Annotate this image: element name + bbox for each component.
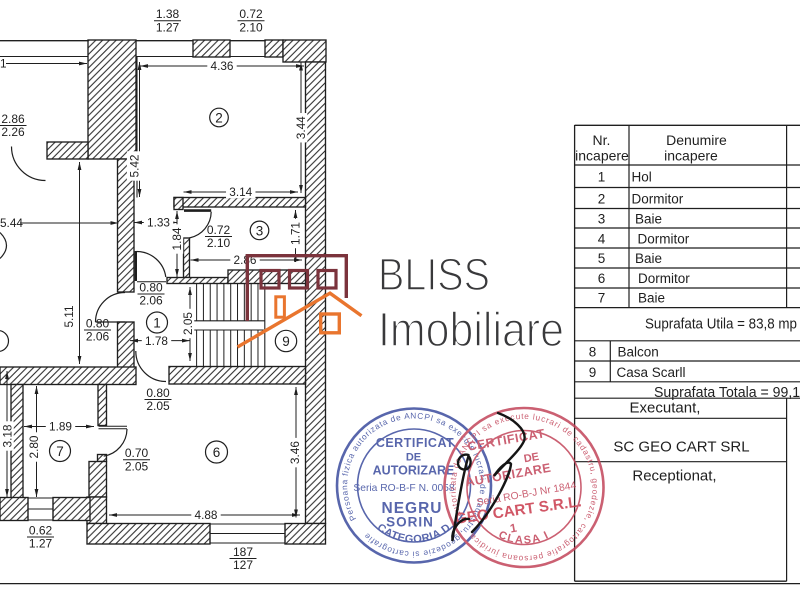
svg-text:1.78: 1.78 bbox=[145, 334, 168, 348]
svg-text:1.27: 1.27 bbox=[29, 537, 53, 551]
svg-text:BLISS: BLISS bbox=[378, 249, 490, 300]
svg-text:0.80: 0.80 bbox=[146, 386, 170, 400]
svg-text:0.80: 0.80 bbox=[139, 280, 163, 294]
svg-text:1: 1 bbox=[0, 57, 7, 71]
svg-text:CLASA I: CLASA I bbox=[497, 529, 552, 547]
svg-text:Nr.: Nr. bbox=[593, 132, 611, 148]
svg-text:NEGRU: NEGRU bbox=[382, 500, 443, 517]
svg-text:Baie: Baie bbox=[638, 291, 665, 306]
svg-text:1.71: 1.71 bbox=[289, 222, 303, 245]
svg-text:1.33: 1.33 bbox=[147, 216, 170, 230]
svg-text:2.10: 2.10 bbox=[239, 20, 263, 34]
svg-text:SC GEO CART SRL: SC GEO CART SRL bbox=[613, 439, 749, 456]
svg-text:5.42: 5.42 bbox=[127, 155, 141, 178]
svg-text:2.05: 2.05 bbox=[125, 459, 149, 473]
svg-text:1: 1 bbox=[153, 315, 161, 330]
svg-text:Dormitor: Dormitor bbox=[638, 271, 690, 286]
svg-text:2: 2 bbox=[598, 191, 606, 206]
svg-text:2.06: 2.06 bbox=[86, 330, 110, 344]
svg-text:1: 1 bbox=[509, 521, 518, 536]
svg-text:Suprafata Totala = 99,10: Suprafata Totala = 99,10 bbox=[654, 385, 800, 401]
svg-text:1: 1 bbox=[598, 170, 606, 185]
svg-text:2: 2 bbox=[215, 110, 223, 125]
svg-text:1.84: 1.84 bbox=[170, 227, 184, 250]
svg-text:SORIN: SORIN bbox=[386, 515, 434, 530]
svg-text:Seria RO-B-F N. 0058: Seria RO-B-F N. 0058 bbox=[353, 483, 455, 494]
svg-text:6: 6 bbox=[598, 271, 606, 286]
svg-text:7: 7 bbox=[56, 444, 64, 459]
svg-text:4: 4 bbox=[598, 231, 606, 246]
svg-text:1.27: 1.27 bbox=[156, 20, 180, 34]
svg-text:3.44: 3.44 bbox=[294, 116, 308, 139]
svg-text:incapere: incapere bbox=[664, 148, 718, 164]
svg-text:2.05: 2.05 bbox=[146, 399, 170, 413]
svg-text:3: 3 bbox=[598, 212, 606, 227]
svg-text:2.86: 2.86 bbox=[1, 112, 25, 126]
svg-text:3.18: 3.18 bbox=[1, 424, 15, 447]
svg-text:Baie: Baie bbox=[635, 251, 662, 266]
svg-text:6: 6 bbox=[213, 445, 221, 460]
svg-text:2.26: 2.26 bbox=[1, 125, 25, 139]
svg-text:8: 8 bbox=[589, 344, 597, 359]
svg-text:AUTORIZARE: AUTORIZARE bbox=[373, 464, 455, 478]
svg-text:2.10: 2.10 bbox=[207, 236, 231, 250]
svg-text:9: 9 bbox=[589, 365, 597, 380]
svg-text:Balcon: Balcon bbox=[618, 344, 659, 359]
svg-text:Dormitor: Dormitor bbox=[638, 231, 690, 246]
svg-text:3.14: 3.14 bbox=[229, 185, 252, 199]
svg-text:3.46: 3.46 bbox=[288, 441, 302, 464]
svg-text:3: 3 bbox=[256, 223, 264, 238]
svg-text:0.80: 0.80 bbox=[86, 316, 110, 330]
svg-text:9: 9 bbox=[282, 334, 290, 349]
svg-text:2.05: 2.05 bbox=[181, 312, 195, 335]
svg-text:5.11: 5.11 bbox=[62, 305, 76, 327]
svg-text:Casa Scarll: Casa Scarll bbox=[617, 365, 686, 380]
svg-text:2.80: 2.80 bbox=[27, 435, 41, 458]
svg-text:5.44: 5.44 bbox=[0, 216, 23, 230]
svg-text:Dormitor: Dormitor bbox=[632, 191, 684, 206]
svg-text:Denumire: Denumire bbox=[666, 132, 727, 148]
svg-text:Receptionat,: Receptionat, bbox=[632, 468, 716, 485]
svg-text:Executant,: Executant, bbox=[630, 400, 701, 417]
svg-text:1.38: 1.38 bbox=[156, 7, 180, 21]
svg-text:0.72: 0.72 bbox=[207, 223, 231, 237]
svg-text:5: 5 bbox=[598, 251, 606, 266]
svg-text:187: 187 bbox=[233, 545, 253, 559]
svg-text:Suprafata Utila = 83,8 mp: Suprafata Utila = 83,8 mp bbox=[645, 317, 797, 333]
svg-text:Hol: Hol bbox=[632, 170, 652, 185]
svg-text:4.36: 4.36 bbox=[211, 59, 234, 73]
svg-text:Imobiliare: Imobiliare bbox=[378, 304, 564, 357]
svg-text:127: 127 bbox=[233, 558, 253, 572]
svg-text:4.88: 4.88 bbox=[195, 508, 218, 522]
svg-text:2.06: 2.06 bbox=[139, 294, 163, 308]
svg-text:7: 7 bbox=[598, 291, 606, 306]
svg-text:CERTIFICAT: CERTIFICAT bbox=[376, 436, 454, 450]
svg-text:DE: DE bbox=[523, 451, 540, 465]
svg-text:0.72: 0.72 bbox=[239, 7, 263, 21]
svg-text:0.70: 0.70 bbox=[125, 446, 149, 460]
svg-text:1.89: 1.89 bbox=[49, 420, 72, 434]
svg-text:0.62: 0.62 bbox=[29, 523, 53, 537]
svg-text:DE: DE bbox=[406, 452, 421, 464]
svg-text:Baie: Baie bbox=[635, 212, 662, 227]
svg-text:incapere: incapere bbox=[575, 148, 629, 164]
